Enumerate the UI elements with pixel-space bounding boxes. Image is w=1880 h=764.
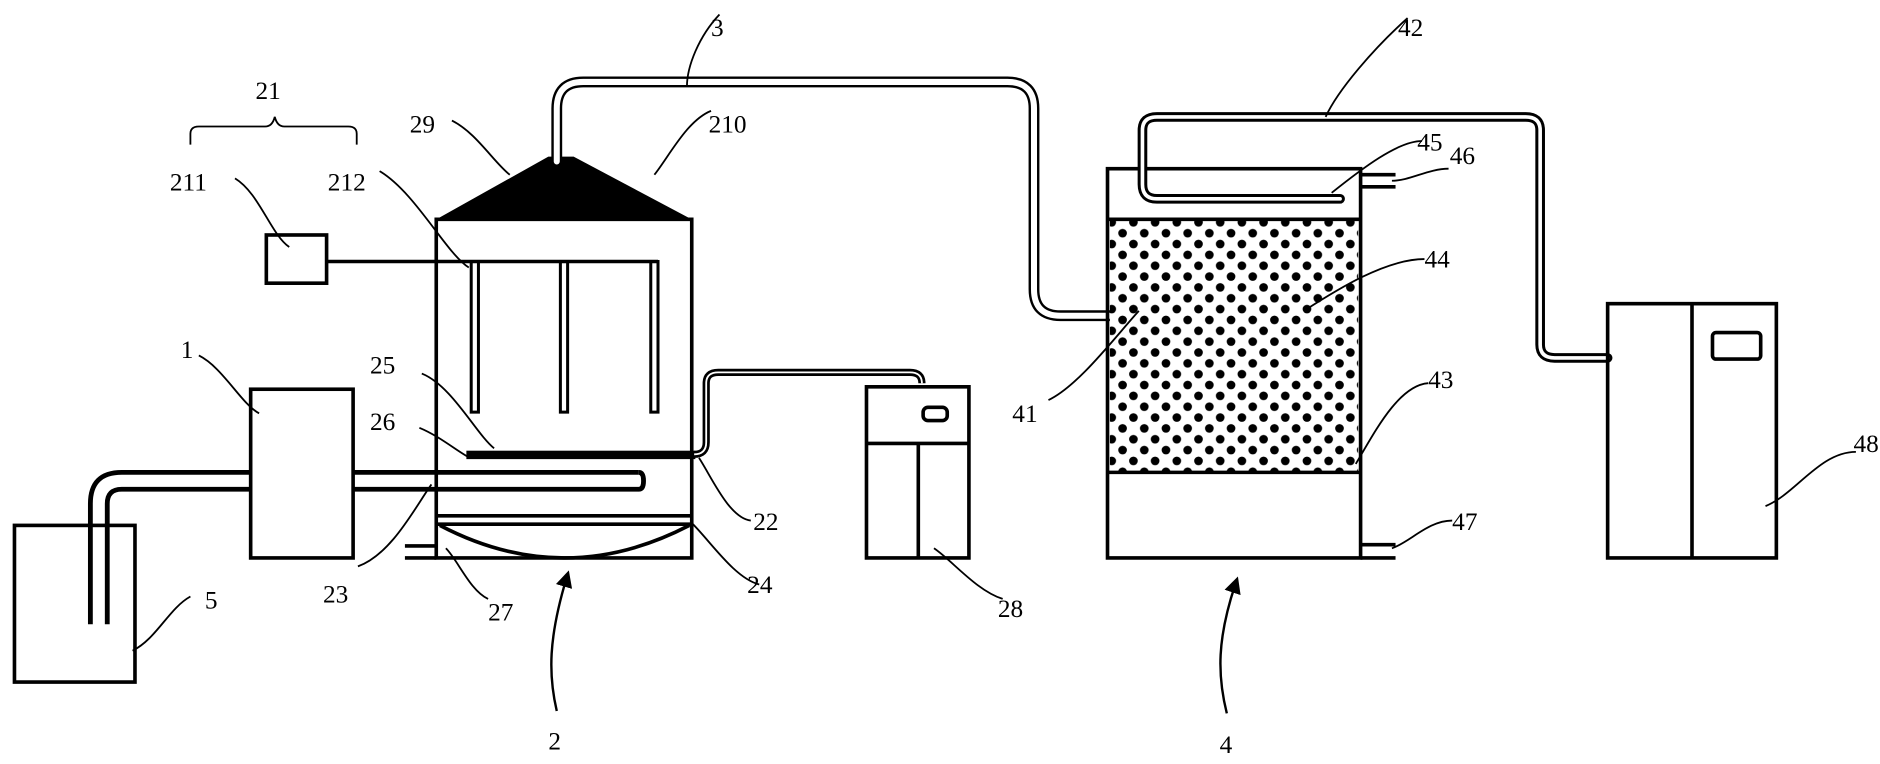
label-5: 5 — [205, 587, 218, 615]
device-28 — [864, 385, 971, 560]
label-43: 43 — [1428, 366, 1453, 394]
arrow-4 — [1219, 576, 1241, 714]
label-41: 41 — [1012, 400, 1037, 428]
label-27: 27 — [488, 599, 513, 627]
bracket-21 — [189, 116, 358, 145]
pump-1 — [248, 387, 355, 560]
label-29: 29 — [410, 111, 435, 139]
label-3: 3 — [711, 14, 724, 42]
device-48 — [1605, 301, 1779, 560]
tower-4 — [1105, 112, 1613, 560]
power-supply-211 — [264, 233, 329, 285]
label-46: 46 — [1450, 142, 1475, 170]
label-44: 44 — [1424, 246, 1450, 274]
arrow-2 — [550, 570, 573, 712]
label-2: 2 — [548, 728, 561, 756]
label-28: 28 — [998, 595, 1023, 623]
cone-top-29 — [436, 156, 692, 220]
label-47: 47 — [1452, 508, 1477, 536]
packing-43 — [1109, 219, 1359, 473]
label-212: 212 — [328, 168, 366, 196]
label-42: 42 — [1398, 14, 1423, 42]
leader-lines — [132, 13, 1856, 652]
label-23: 23 — [323, 581, 348, 609]
reactor-column-2 — [327, 76, 1317, 560]
label-210: 210 — [709, 111, 747, 139]
label-22: 22 — [753, 508, 778, 536]
label-4: 4 — [1220, 731, 1233, 759]
label-45: 45 — [1417, 129, 1442, 157]
tank-5 — [12, 523, 137, 684]
label-48: 48 — [1853, 430, 1878, 458]
label-25: 25 — [370, 352, 395, 380]
label-26: 26 — [370, 408, 395, 436]
label-211: 211 — [170, 168, 207, 196]
label-24: 24 — [747, 571, 773, 599]
feed-pipe — [87, 469, 646, 625]
label-21: 21 — [255, 77, 280, 105]
label-1: 1 — [181, 336, 194, 364]
